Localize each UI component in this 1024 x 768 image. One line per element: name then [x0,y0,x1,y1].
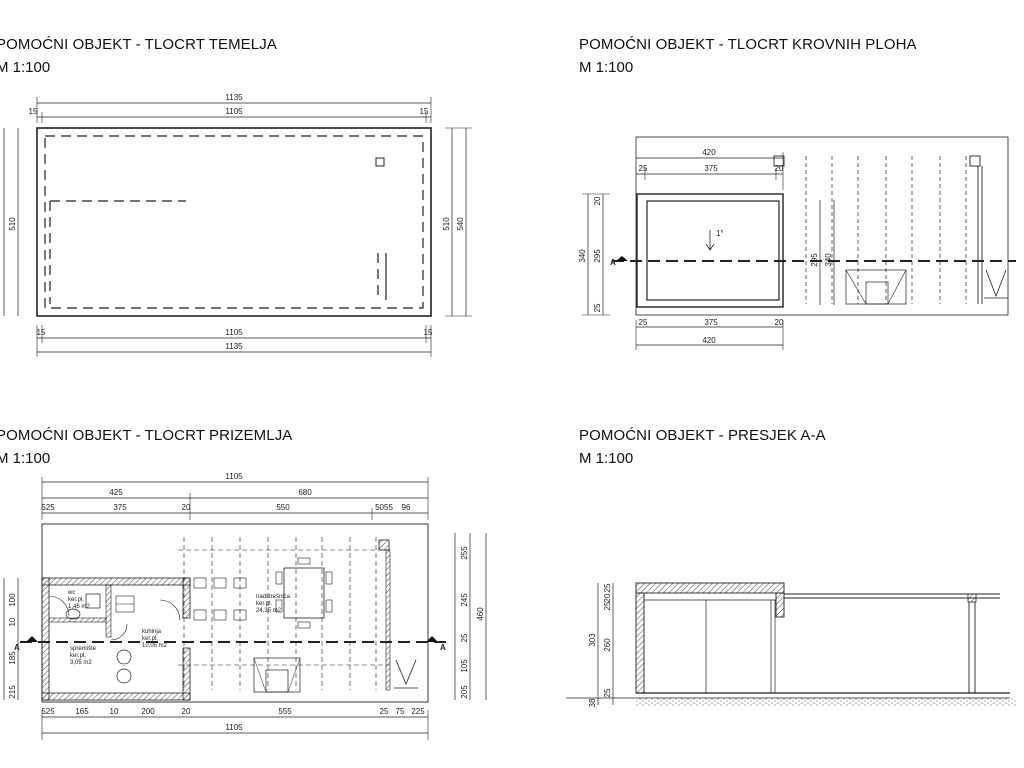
room-kitchen-floor: ker.pl. [142,636,158,642]
section-dim-2: 25 [603,601,612,610]
ground-section-arrow-left [26,636,38,642]
ground-dim-top-2: 680 [298,488,312,497]
ground-dim-bottom-2: 10 [110,707,119,716]
room-canopy-area: 24,35 m2 [256,608,282,614]
ground-dim-top-7: 5055 [375,503,393,512]
room-wc-name: wc [67,590,75,596]
foundation-dim-overall-bottom: 1135 [225,342,243,351]
foundation-dim-inner-top: 1105 [225,107,243,116]
ground-plan [3,477,487,740]
roof-plan-scale: M 1:100 [579,59,634,76]
foundation-dim-edge-bottom-left: 15 [37,328,46,337]
foundation-plan-scale: M 1:100 [0,59,51,76]
ground-dim-right-1: 245 [460,593,469,607]
section-dim-0: 25 [603,583,612,592]
foundation-dim-overall-top: 1135 [225,93,243,102]
room-wc-area: 1,46 m2 [68,604,90,610]
roof-dim-edge-bottom-left: 25 [639,318,648,327]
foundation-dim-depth-inner: 510 [442,217,451,231]
ground-dim-bottom-1: 165 [75,707,89,716]
ground-dim-bottom-6: 25 [380,707,389,716]
foundation-dim-depth-overall: 540 [456,217,465,231]
foundation-dim-edge-bottom-right: 15 [424,328,433,337]
roof-dim-edge-top-right: 20 [775,164,784,173]
section-dim-5: 25 [603,688,612,697]
roof-dim-overall-bottom: 420 [702,336,716,345]
ground-dim-bottom-0: 525 [41,707,55,716]
ground-dim-top-1: 425 [109,488,123,497]
room-kitchen-name: kuhinja [142,629,162,635]
ground-dim-left-0: 100 [8,593,17,607]
ground-dim-bottom-3: 200 [141,707,155,716]
foundation-dim-edge-top-right: 15 [420,107,429,116]
roof-dim-overall-top: 420 [702,148,716,157]
roof-plan [582,136,1016,350]
ground-dim-bottom-8: 225 [411,707,425,716]
ground-section-mark-right: A [440,643,446,652]
room-kitchen-area: 10,05 m2 [142,643,168,649]
section-dim-3: 303 [588,633,597,647]
room-storage-floor: ker.pl. [70,653,86,659]
roof-section-mark: A [610,258,616,267]
section-drawing [566,582,1016,706]
room-canopy-name: nadstrešnica [256,594,291,600]
roof-dim-edge-top-left: 25 [639,164,648,173]
ground-dim-left-3: 215 [8,685,17,699]
ground-section-arrow-right [426,636,438,642]
foundation-plan-title: POMOĆNI OBJEKT - TLOCRT TEMELJA [0,36,277,53]
section-dim-6: 38 [588,698,597,707]
roof-dim-height-bottom: 25 [593,303,602,312]
ground-dim-bottom-5: 555 [278,707,292,716]
roof-dim-inner-bottom: 375 [704,318,718,327]
section-dim-1: 20 [603,593,612,602]
ground-plan-title: POMOĆNI OBJEKT - TLOCRT PRIZEMLJA [0,427,293,444]
foundation-dim-inner-bottom: 1105 [225,328,243,337]
ground-dim-right-0: 255 [460,546,469,560]
foundation-dim-depth-left: 510 [8,217,17,231]
roof-dim-right-a: 295 [810,253,819,267]
ground-dim-right-3: 105 [460,659,469,673]
ground-dim-top-8: 96 [402,503,411,512]
ground-dim-top-0: 1105 [225,472,243,481]
ground-section-mark-left: A [14,643,20,652]
ground-dim-top-3: 525 [41,503,55,512]
ground-dim-right-5: 460 [476,607,485,621]
roof-dim-right-b: 340 [824,253,833,267]
section-scale: M 1:100 [579,450,634,467]
ground-dim-bottom-4: 20 [182,707,191,716]
roof-dim-height-inner: 295 [593,249,602,263]
room-storage-name: spremište [70,646,97,652]
foundation-plan [3,97,472,357]
section-dim-4: 260 [603,638,612,652]
ground-plan-scale: M 1:100 [0,450,51,467]
foundation-dim-edge-top-left: 15 [29,107,38,116]
ground-dim-left-1: 10 [8,617,17,626]
ground-dim-top-4: 375 [113,503,127,512]
ground-dim-top-6: 550 [276,503,290,512]
room-canopy-floor: ker.pl. [256,601,272,607]
roof-dim-height-top: 20 [593,196,602,205]
room-wc-floor: ker.pl. [68,597,84,603]
ground-dim-right-4: 205 [460,685,469,699]
room-storage-area: 3,05 m2 [70,660,92,666]
roof-section-arrow [616,256,628,261]
roof-dim-inner-top: 375 [704,164,718,173]
roof-dim-edge-bottom-right: 20 [775,318,784,327]
roof-dim-height-total: 340 [578,249,587,263]
section-title: POMOĆNI OBJEKT - PRESJEK A-A [579,427,826,444]
roof-slope-label: 1° [716,229,724,238]
roof-plan-title: POMOĆNI OBJEKT - TLOCRT KROVNIH PLOHA [579,36,917,53]
ground-dim-right-2: 25 [460,633,469,642]
ground-dim-left-2: 185 [8,651,17,665]
ground-dim-bottom-7: 75 [396,707,405,716]
ground-dim-bottom-9: 1105 [225,723,243,732]
ground-dim-top-5: 20 [182,503,191,512]
